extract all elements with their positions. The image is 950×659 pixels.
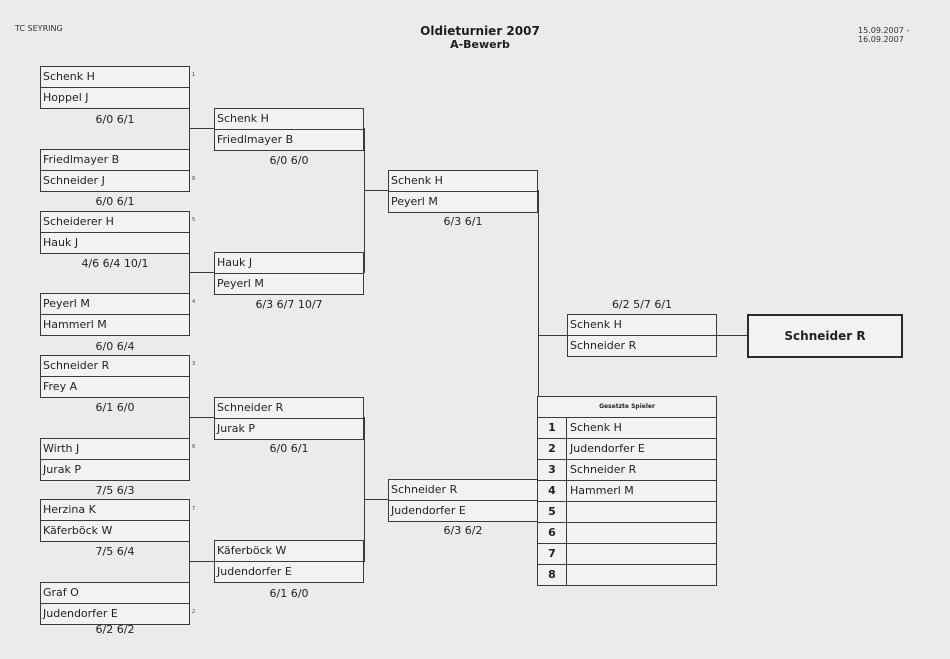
seed-number: 3 — [192, 361, 196, 367]
player-name: Schneider R — [217, 401, 284, 414]
seed-player — [567, 544, 570, 564]
seed-row: 6 — [538, 522, 716, 543]
player-name: Schenk H — [391, 174, 443, 187]
player-name: Käferböck W — [217, 544, 287, 557]
player-name: Judendorfer E — [215, 561, 363, 582]
seed-rank: 2 — [538, 439, 567, 459]
match-score: 6/1 6/0 — [269, 587, 309, 600]
seeded-players-title: Gesetzte Spieler — [538, 397, 716, 418]
player-name: Herzina K — [43, 503, 96, 516]
match-r2-4: Käferböck W Judendorfer E — [214, 540, 364, 583]
player-name: Peyerl M — [389, 191, 537, 212]
player-name: Frey A — [41, 376, 189, 397]
match-r1-6: Wirth J Jurak P — [40, 438, 190, 481]
seed-rank: 6 — [538, 523, 567, 543]
match-r1-3: Scheiderer H Hauk J — [40, 211, 190, 254]
match-score: 6/3 6/2 — [443, 524, 483, 537]
player-name: Judendorfer E — [41, 603, 189, 624]
seed-player: Hammerl M — [570, 484, 634, 497]
player-name: Schenk H — [570, 318, 622, 331]
seed-player: Schneider R — [570, 463, 637, 476]
seed-rank: 5 — [538, 502, 567, 522]
seed-number: 4 — [192, 299, 196, 305]
match-r1-4: Peyerl M Hammerl M — [40, 293, 190, 336]
seed-player — [567, 523, 570, 543]
player-name: Hammerl M — [41, 314, 189, 335]
tournament-dates: 15.09.2007 - 16.09.2007 — [858, 26, 910, 44]
player-name: Jurak P — [215, 418, 363, 439]
match-sf-2: Schneider R Judendorfer E — [388, 479, 538, 522]
player-name: Wirth J — [43, 442, 80, 455]
player-name: Peyerl M — [215, 273, 363, 294]
match-r2-1: Schenk H Friedlmayer B — [214, 108, 364, 151]
player-name: Jurak P — [41, 459, 189, 480]
seed-row: 7 — [538, 543, 716, 564]
seed-rank: 1 — [538, 418, 567, 438]
seed-player: Schenk H — [570, 421, 622, 434]
seed-rank: 3 — [538, 460, 567, 480]
match-r2-2: Hauk J Peyerl M — [214, 252, 364, 295]
club-name: TC SEYRING — [15, 24, 63, 33]
player-name: Friedlmayer B — [43, 153, 120, 166]
match-score: 6/0 6/4 — [95, 340, 135, 353]
match-score: 7/5 6/3 — [95, 484, 135, 497]
player-name: Graf O — [43, 586, 79, 599]
seed-number: 8 — [192, 176, 196, 182]
match-r1-2: Friedlmayer B Schneider J — [40, 149, 190, 192]
match-score: 4/6 6/4 10/1 — [81, 257, 149, 270]
seed-number: 2 — [192, 609, 196, 615]
player-name: Scheiderer H — [43, 215, 114, 228]
seed-number: 1 — [192, 72, 196, 78]
player-name: Schenk H — [43, 70, 95, 83]
match-score: 6/0 6/1 — [95, 113, 135, 126]
seed-number: 6 — [192, 444, 196, 450]
player-name: Hauk J — [41, 232, 189, 253]
match-r1-1: Schenk H Hoppel J — [40, 66, 190, 109]
match-score: 6/2 6/2 — [95, 623, 135, 636]
player-name: Schenk H — [217, 112, 269, 125]
match-score: 6/3 6/1 — [443, 215, 483, 228]
player-name: Peyerl M — [43, 297, 90, 310]
player-name: Käferböck W — [41, 520, 189, 541]
final-score: 6/2 5/7 6/1 — [611, 298, 673, 311]
match-score: 6/0 6/0 — [269, 154, 309, 167]
seed-number: 7 — [192, 506, 196, 512]
seed-row: 8 — [538, 564, 716, 585]
match-r1-5: Schneider R Frey A — [40, 355, 190, 398]
seed-rank: 8 — [538, 565, 567, 585]
match-final: Schenk H Schneider R — [567, 314, 717, 357]
seed-player: Judendorfer E — [570, 442, 645, 455]
player-name: Schneider R — [568, 335, 716, 356]
match-score: 6/1 6/0 — [95, 401, 135, 414]
tournament-title: Oldieturnier 2007 — [420, 24, 540, 38]
player-name: Schneider R — [43, 359, 110, 372]
seed-number: 5 — [192, 217, 196, 223]
player-name: Hauk J — [217, 256, 253, 269]
player-name: Schneider R — [391, 483, 458, 496]
match-score: 7/5 6/4 — [95, 545, 135, 558]
player-name: Judendorfer E — [389, 500, 537, 521]
player-name: Friedlmayer B — [215, 129, 363, 150]
match-sf-1: Schenk H Peyerl M — [388, 170, 538, 213]
seed-rank: 4 — [538, 481, 567, 501]
match-score: 6/3 6/7 10/7 — [255, 298, 323, 311]
match-r1-8: Graf O Judendorfer E — [40, 582, 190, 625]
seed-player — [567, 565, 570, 585]
seed-player — [567, 502, 570, 522]
competition-subtitle: A-Bewerb — [450, 38, 510, 51]
player-name: Hoppel J — [41, 87, 189, 108]
match-r1-7: Herzina K Käferböck W — [40, 499, 190, 542]
player-name: Schneider J — [41, 170, 189, 191]
match-score: 6/0 6/1 — [269, 442, 309, 455]
seed-rank: 7 — [538, 544, 567, 564]
match-score: 6/0 6/1 — [95, 195, 135, 208]
tournament-winner: Schneider R — [747, 314, 903, 358]
seed-row: 5 — [538, 501, 716, 522]
match-r2-3: Schneider R Jurak P — [214, 397, 364, 440]
